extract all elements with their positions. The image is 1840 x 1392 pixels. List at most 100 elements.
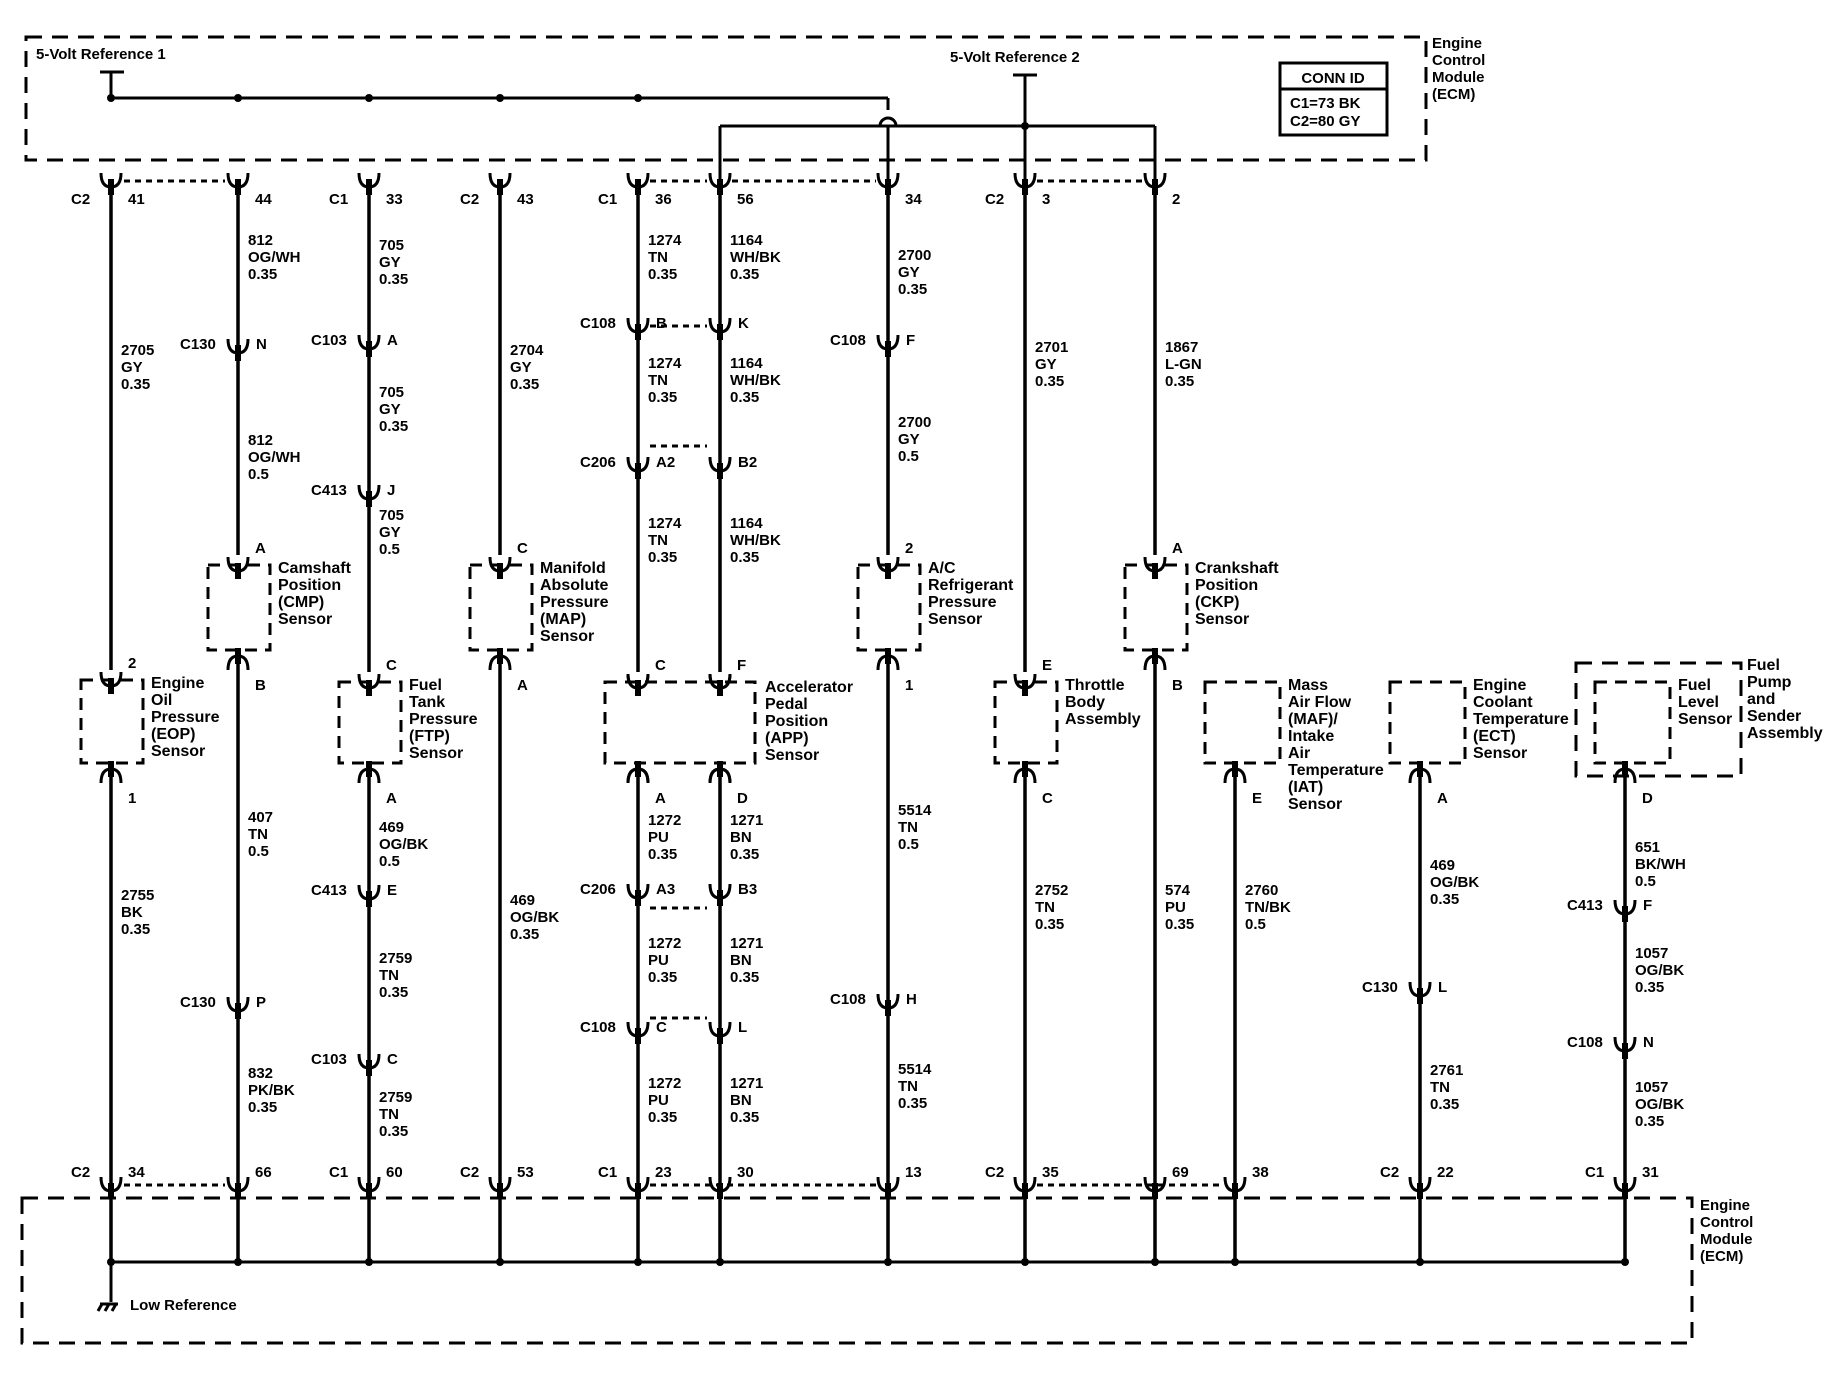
- inline-conn-label: C206: [580, 881, 616, 898]
- sensor-bottom-pin: E: [1252, 790, 1262, 807]
- circuit-column-9: 2691867L-GN0.35574PU0.35ABCrankshaftPosi…: [1123, 172, 1279, 1266]
- wire-label: 0.5: [898, 836, 919, 853]
- splice-dot: [1621, 1258, 1629, 1266]
- bottom-pin-label: 35: [1042, 1164, 1059, 1181]
- inline-conn-label: C413: [311, 482, 347, 499]
- inline-pin-label: A2: [656, 454, 675, 471]
- sensor-bottom-pin: 1: [128, 790, 136, 807]
- ecm-bottom-label: Engine Control Module (ECM): [1700, 1197, 1753, 1265]
- sensor-label: Pressure: [151, 709, 220, 726]
- sensor-bottom-pin: A: [517, 677, 528, 694]
- wire-label: TN: [648, 532, 668, 549]
- inline-conn-label: C108: [580, 315, 616, 332]
- wire-label: 0.35: [648, 266, 677, 283]
- app-sensor-label: Pedal: [765, 696, 808, 713]
- wire-label: 2700: [898, 414, 931, 431]
- ecm-bottom-label-4: (ECM): [1700, 1248, 1743, 1265]
- app-sensor-label: Position: [765, 713, 828, 730]
- sensor-label: Pressure: [409, 711, 478, 728]
- sensor-bottom-pin: D: [1642, 790, 1653, 807]
- wire-label: 0.35: [510, 376, 539, 393]
- terminal-pin: [1622, 1183, 1628, 1199]
- wire-label: GY: [379, 254, 401, 271]
- top-pin-label: 3: [1042, 191, 1050, 208]
- terminal-pin: [235, 179, 241, 195]
- wire-label: 0.35: [1165, 373, 1194, 390]
- sensor-label: Sensor: [1288, 796, 1342, 813]
- wire-label: 0.35: [1035, 373, 1064, 390]
- top-pin-label: 44: [255, 191, 272, 208]
- sensor-label: (EOP): [151, 726, 195, 743]
- sensor-label: Throttle: [1065, 677, 1125, 694]
- wire-label: 0.35: [248, 1099, 277, 1116]
- terminal-pin: [108, 179, 114, 195]
- sensor-top-pin: E: [1042, 657, 1052, 674]
- wire-label: 0.35: [248, 266, 277, 283]
- terminal-pin: [635, 324, 641, 340]
- wire-label: 1164: [730, 515, 763, 532]
- wire-label: 0.5: [379, 541, 400, 558]
- splice-dot: [365, 1258, 373, 1266]
- wire-label: 1272: [648, 812, 681, 829]
- terminal-pin: [1022, 1183, 1028, 1199]
- app-sensor-label: (APP): [765, 730, 809, 747]
- wire-label: OG/WH: [248, 249, 301, 266]
- wire-label: PU: [648, 1092, 669, 1109]
- terminal-pin: [717, 890, 723, 906]
- wire-label: 705: [379, 384, 404, 401]
- splice-dot: [1231, 1258, 1239, 1266]
- conn-id-title: CONN ID: [1301, 70, 1365, 87]
- terminal-pin: [717, 463, 723, 479]
- terminal-pin: [717, 680, 723, 696]
- terminal-pin: [1622, 1043, 1628, 1059]
- top-conn-label: C1: [598, 191, 617, 208]
- wire-label: 0.35: [121, 376, 150, 393]
- wire-label: 0.35: [730, 846, 759, 863]
- inline-conn-label: C108: [830, 332, 866, 349]
- terminal-pin: [1152, 179, 1158, 195]
- wire-label: 812: [248, 432, 273, 449]
- inline-conn-label: C108: [580, 1019, 616, 1036]
- wire-label: 5514: [898, 1061, 932, 1078]
- top-pin-label: 56: [737, 191, 754, 208]
- wire-label: 0.35: [898, 281, 927, 298]
- wire-label: 469: [510, 892, 535, 909]
- wire-label: OG/BK: [1635, 962, 1684, 979]
- sensor-label: Pressure: [928, 594, 997, 611]
- bottom-pin-label: 66: [255, 1164, 272, 1181]
- wire-label: 1164: [730, 232, 763, 249]
- inline-conn-label: C130: [180, 994, 216, 1011]
- wire-label: 0.35: [648, 1109, 677, 1126]
- sensor-top-pin: A: [1172, 540, 1183, 557]
- splice-dot: [716, 1258, 724, 1266]
- wire-label: TN: [379, 967, 399, 984]
- wire-label: 1271: [730, 812, 763, 829]
- sensor-label: Sensor: [151, 743, 205, 760]
- wire-label: WH/BK: [730, 372, 781, 389]
- sensor-box: [468, 563, 534, 652]
- wire-label: GY: [1035, 356, 1057, 373]
- terminal-pin: [108, 761, 114, 777]
- sensor-label: Mass: [1288, 677, 1328, 694]
- sensor-top-pin: C: [517, 540, 528, 557]
- wire-label: 0.5: [248, 843, 269, 860]
- inline-conn-label: C108: [830, 991, 866, 1008]
- wire-label: GY: [510, 359, 532, 376]
- wire-label: 0.35: [379, 271, 408, 288]
- sensor-label: (CMP): [278, 594, 324, 611]
- inline-conn-label: C108: [1567, 1034, 1603, 1051]
- wire-label: TN/BK: [1245, 899, 1291, 916]
- wire-label: 1274: [648, 515, 682, 532]
- terminal-pin: [885, 648, 891, 664]
- wire-label: TN: [1035, 899, 1055, 916]
- sensor-label: Temperature: [1288, 762, 1384, 779]
- sensor-label: Level: [1678, 694, 1719, 711]
- wire-label: OG/WH: [248, 449, 301, 466]
- splice-dot: [884, 1258, 892, 1266]
- sensor-label: (CKP): [1195, 594, 1239, 611]
- wire-label: PU: [648, 829, 669, 846]
- bottom-conn-label: C2: [1380, 1164, 1399, 1181]
- sensor-label: Fuel: [1678, 677, 1711, 694]
